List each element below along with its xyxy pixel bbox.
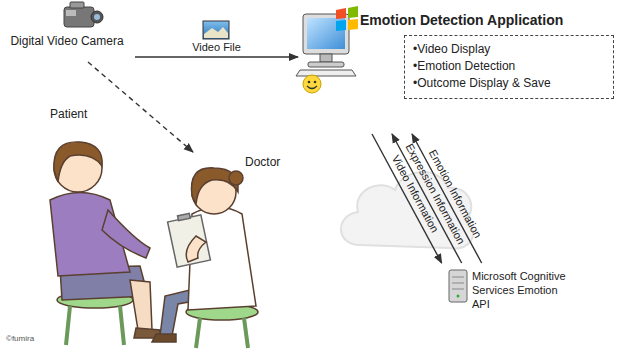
video-file-icon [203, 21, 229, 39]
patient-figure [50, 142, 160, 345]
server-icon [449, 270, 467, 302]
dashed-panel: •Video Display•Emotion Detection•Outcome… [404, 35, 614, 99]
person-label-node: Patient [46, 106, 102, 124]
connector-label: Video File [192, 41, 241, 54]
node-title: Doctor [245, 155, 280, 169]
node-title: Patient [50, 107, 87, 121]
node-title: Emotion Detection Application [360, 12, 563, 28]
windows-logo [336, 6, 358, 31]
smiley-icon [303, 75, 321, 93]
node-title: Digital Video Camera [3, 34, 131, 48]
bullet-item: •Video Display [413, 41, 603, 58]
arrow [135, 56, 298, 57]
bullet-item: •Outcome Display & Save [413, 75, 603, 92]
application-node: •Video Display•Emotion Detection•Outcome… [300, 5, 616, 131]
doctor-figure [152, 168, 258, 348]
computer-icon [296, 14, 356, 76]
node-title: Microsoft Cognitive Services Emotion API [472, 269, 572, 311]
api-node: Microsoft Cognitive Services Emotion API [448, 265, 614, 343]
bullet-item: •Emotion Detection [413, 58, 603, 75]
person-label-node: Doctor [185, 152, 291, 174]
video-camera-icon [64, 2, 103, 27]
camera-node: Digital Video Camera [3, 30, 133, 60]
copyright-note: ©fumira [6, 334, 34, 343]
dashed-arrow [88, 62, 193, 152]
